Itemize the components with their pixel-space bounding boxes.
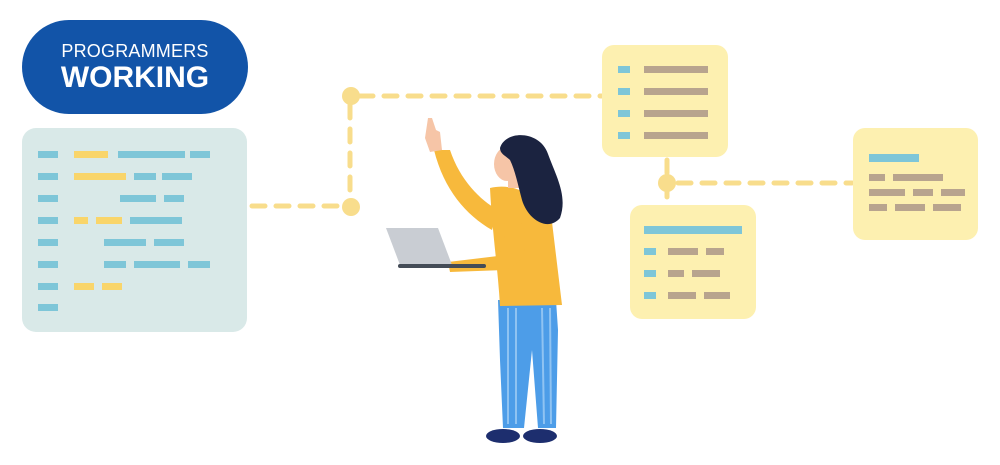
code-line [188, 261, 210, 268]
laptop-icon [386, 228, 486, 268]
connector-node [342, 87, 360, 105]
code-line [130, 217, 182, 224]
code-line [38, 304, 58, 311]
code-line [38, 151, 58, 158]
code-line [38, 195, 58, 202]
code-line [118, 151, 185, 158]
note-line [644, 66, 708, 73]
left-shoe [486, 429, 520, 443]
note-line [869, 189, 905, 196]
code-line [74, 173, 126, 180]
code-line [104, 261, 126, 268]
note-line [668, 248, 698, 255]
code-line [74, 283, 94, 290]
note-line [869, 174, 885, 181]
note-bullet [644, 270, 656, 277]
note-line [893, 174, 943, 181]
pants-stripes [507, 307, 552, 425]
note-line [941, 189, 965, 196]
note-bullet [618, 132, 630, 139]
code-line [120, 195, 156, 202]
lower-arm [448, 220, 526, 272]
note-line [644, 110, 708, 117]
code-line [74, 151, 108, 158]
code-line [190, 151, 210, 158]
code-lines [38, 151, 210, 311]
code-line [104, 239, 146, 246]
note-line [692, 270, 720, 277]
note-panel-top [602, 45, 728, 157]
note-bullet [618, 88, 630, 95]
title-line-1: PROGRAMMERS [61, 41, 209, 61]
code-panel-bg [22, 128, 247, 332]
note-bullet [644, 248, 656, 255]
right-shoe [523, 429, 557, 443]
code-line [38, 261, 58, 268]
note-panel-bg [602, 45, 728, 157]
note-header-line [644, 226, 742, 234]
title-line-2: WORKING [60, 61, 210, 94]
raised-arm [434, 150, 498, 230]
title-badge: PROGRAMMERS WORKING [22, 20, 248, 114]
code-line [134, 173, 156, 180]
note-bullet [618, 110, 630, 117]
connectors [249, 93, 855, 209]
programmer-woman [386, 118, 563, 443]
note-panel-bottom [630, 205, 756, 319]
note-line [913, 189, 933, 196]
code-line [102, 283, 122, 290]
code-line [38, 283, 58, 290]
note-panel-bg [630, 205, 756, 319]
note-line [668, 270, 684, 277]
code-line [164, 195, 184, 202]
note-bullet [644, 292, 656, 299]
code-line [38, 217, 58, 224]
code-line [74, 217, 88, 224]
hair [500, 135, 563, 225]
note-line [644, 132, 708, 139]
code-line [134, 261, 180, 268]
code-line [154, 239, 184, 246]
raised-hand [425, 118, 442, 152]
note-line [706, 248, 724, 255]
note-line [668, 292, 696, 299]
code-line [38, 239, 58, 246]
connector-node [342, 198, 360, 216]
code-panel [22, 128, 247, 332]
note-bullet [618, 66, 630, 73]
connector-node [658, 174, 676, 192]
note-line [644, 88, 708, 95]
code-line [96, 217, 122, 224]
note-line [704, 292, 730, 299]
note-panel-right [853, 128, 978, 240]
connector-nodes [342, 87, 676, 216]
note-header-line [869, 154, 919, 162]
note-line [933, 204, 961, 211]
code-line [162, 173, 192, 180]
note-line [869, 204, 887, 211]
code-line [38, 173, 58, 180]
note-line [895, 204, 925, 211]
note-panel-bg [853, 128, 978, 240]
